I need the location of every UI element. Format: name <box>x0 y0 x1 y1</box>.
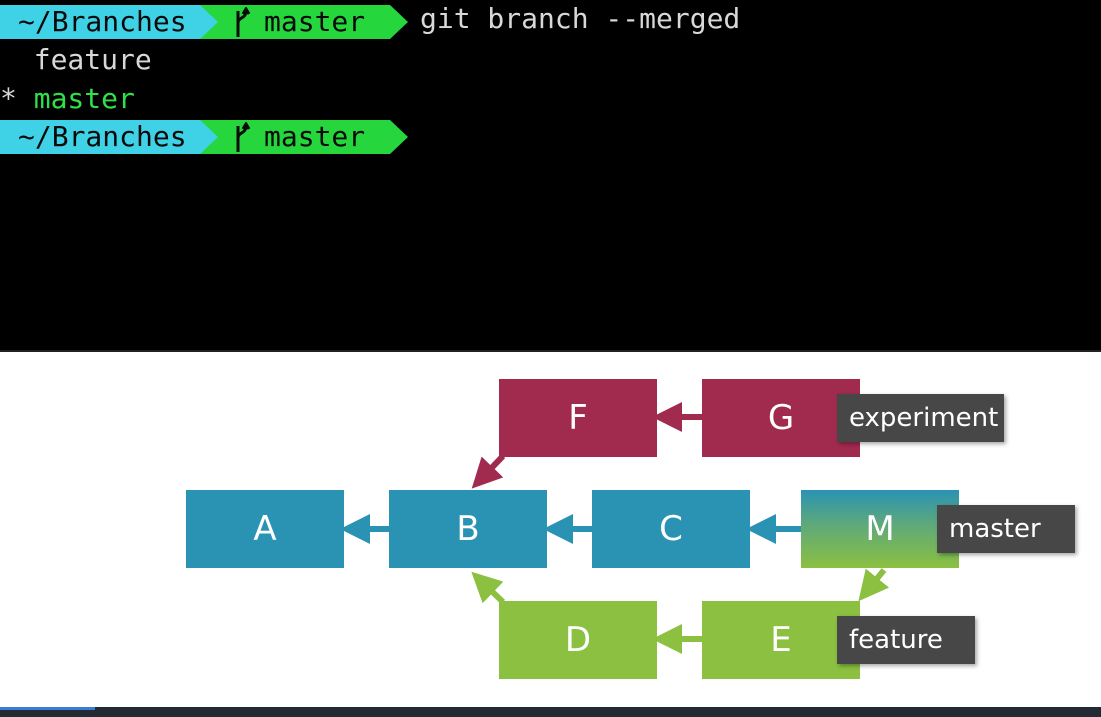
prompt-branch: master <box>200 120 408 154</box>
commit-f-label: F <box>568 398 588 438</box>
branch-label-master: master <box>937 505 1075 553</box>
prompt-branch: master <box>200 5 408 39</box>
commit-m-label: M <box>865 509 895 549</box>
commit-c-label: C <box>659 509 683 549</box>
bottom-bar <box>0 707 1101 717</box>
commit-arrows <box>340 402 890 654</box>
commit-b: B <box>389 490 547 568</box>
commit-e: E <box>702 601 860 679</box>
commit-b-label: B <box>456 509 480 549</box>
commit-c: C <box>592 490 750 568</box>
prompt-branch-text: master <box>264 5 366 38</box>
branch-name-current: master <box>33 82 135 115</box>
command-text: git branch --merged <box>420 2 741 35</box>
output-line: feature <box>0 41 152 79</box>
commit-g: G <box>702 379 860 457</box>
output-line: * master <box>0 80 135 118</box>
arrow-m-to-e <box>858 568 890 602</box>
terminal-window[interactable]: ~/Branches master git branch --merged fe… <box>0 0 1101 352</box>
branch-label-experiment: experiment <box>837 394 1004 442</box>
commit-a-label: A <box>253 509 277 549</box>
commit-g-label: G <box>767 398 795 438</box>
prompt-directory-text: ~/Branches <box>18 120 187 153</box>
branch-label-feature: feature <box>837 616 975 664</box>
commit-d-label: D <box>564 620 592 660</box>
commit-d: D <box>499 601 657 679</box>
git-branch-icon <box>236 122 251 152</box>
prompt-directory: ~/Branches <box>0 5 218 39</box>
commit-a: A <box>186 490 344 568</box>
branch-name: feature <box>33 43 152 76</box>
prompt-line-1: ~/Branches master <box>0 5 408 39</box>
prompt-directory-text: ~/Branches <box>18 5 187 38</box>
progress-accent <box>0 707 95 710</box>
arrow-f-to-b <box>471 453 506 489</box>
commit-e-label: E <box>770 620 792 660</box>
git-branch-icon <box>236 7 251 37</box>
prompt-line-2: ~/Branches master <box>0 120 408 154</box>
current-branch-marker: * <box>0 82 17 115</box>
prompt-branch-text: master <box>264 120 366 153</box>
commit-m: M <box>801 490 959 568</box>
commit-f: F <box>499 379 657 457</box>
arrow-d-to-b <box>471 571 506 605</box>
commit-graph: F G experiment A B C M master D E featur… <box>0 352 1101 707</box>
prompt-directory: ~/Branches <box>0 120 218 154</box>
